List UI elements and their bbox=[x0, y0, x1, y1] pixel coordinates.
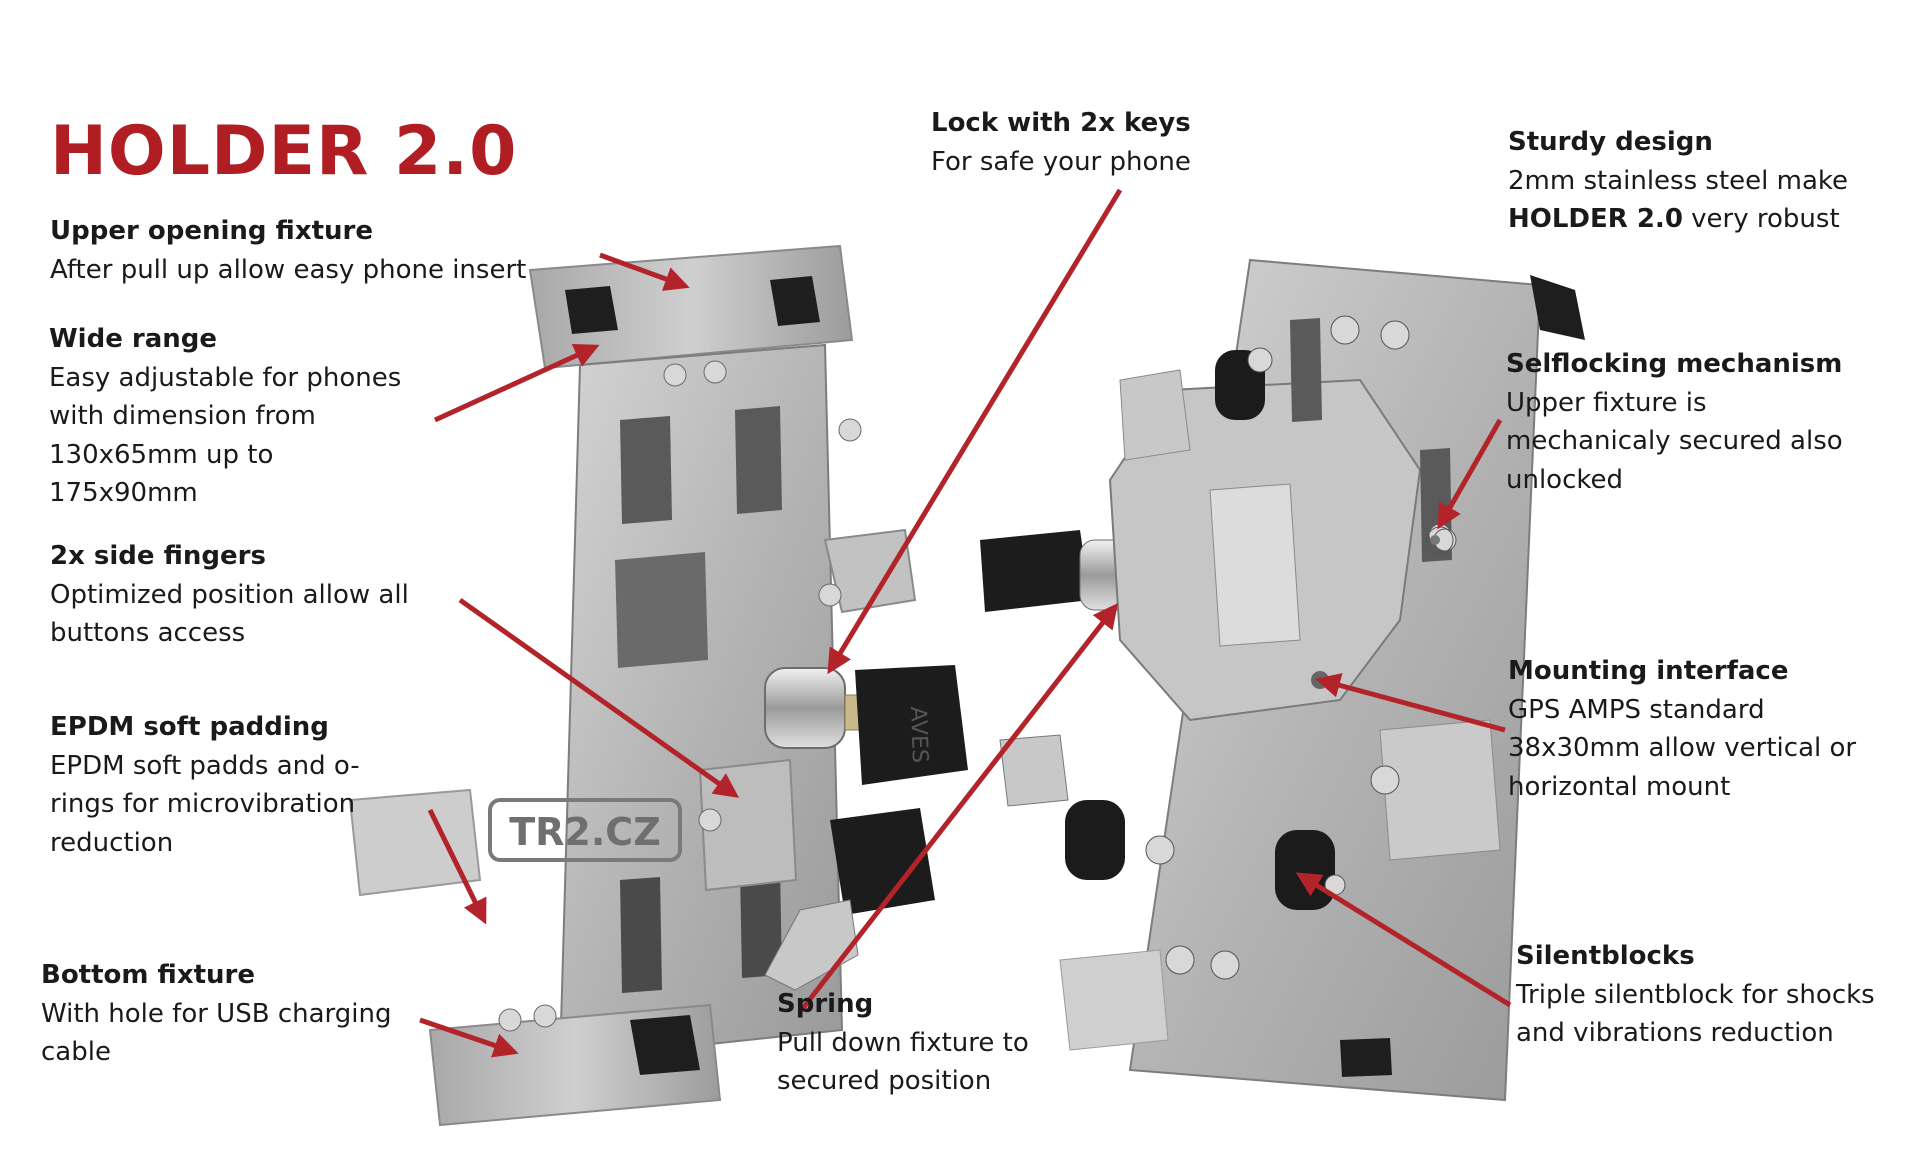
arrow-bottom bbox=[419, 1017, 519, 1058]
callout-text: with dimension from bbox=[49, 401, 316, 431]
callout-bottom-fixture: Bottom fixture With hole for USB chargin… bbox=[41, 956, 391, 1072]
callout-text: HOLDER 2.0 very robust bbox=[1508, 200, 1848, 239]
callout-text: rings for microvibration bbox=[50, 789, 356, 819]
callout-heading: Silentblocks bbox=[1516, 941, 1695, 971]
callout-sturdy-design: Sturdy design 2mm stainless steel make H… bbox=[1508, 123, 1848, 239]
arrow-lock bbox=[827, 188, 1123, 675]
callout-heading: Sturdy design bbox=[1508, 127, 1713, 157]
callout-heading: Selflocking mechanism bbox=[1506, 349, 1843, 379]
arrow-mount bbox=[1315, 673, 1506, 733]
arrow-spring bbox=[798, 603, 1119, 1014]
lock-and-keys: AVES bbox=[764, 530, 1141, 991]
callout-text: 38x30mm allow vertical or bbox=[1508, 733, 1857, 763]
callout-heading: Lock with 2x keys bbox=[931, 108, 1191, 138]
callout-text: With hole for USB charging bbox=[41, 998, 392, 1029]
arrow-upper bbox=[599, 252, 690, 291]
callout-silentblocks: Silentblocks Triple silentblock for shoc… bbox=[1516, 937, 1875, 1053]
callout-text: Optimized position allow all bbox=[50, 579, 409, 610]
callout-heading: Bottom fixture bbox=[41, 960, 255, 990]
callout-text-rest: very robust bbox=[1682, 204, 1840, 234]
callout-text: 2mm stainless steel make bbox=[1508, 165, 1849, 196]
callout-epdm-soft-padding: EPDM soft padding EPDM soft padds and o-… bbox=[50, 708, 360, 862]
callout-text: horizontal mount bbox=[1508, 771, 1731, 802]
callout-text: mechanicaly secured also bbox=[1506, 426, 1843, 456]
callout-wide-range: Wide range Easy adjustable for phones wi… bbox=[49, 320, 401, 513]
callout-text: and vibrations reduction bbox=[1516, 1018, 1834, 1048]
callout-heading: Mounting interface bbox=[1508, 656, 1789, 686]
callout-text: Easy adjustable for phones bbox=[49, 362, 402, 393]
callout-text: cable bbox=[41, 1037, 111, 1067]
callout-text: After pull up allow easy phone insert bbox=[50, 254, 527, 285]
callout-text: secured position bbox=[777, 1066, 992, 1096]
callout-heading: Spring bbox=[777, 989, 874, 1019]
key-text: AVES bbox=[905, 706, 932, 763]
arrow-epdm bbox=[427, 808, 487, 925]
callout-text: For safe your phone bbox=[931, 146, 1191, 177]
callout-heading: Upper opening fixture bbox=[50, 216, 373, 246]
callout-text: 175x90mm bbox=[49, 478, 198, 508]
callout-text: Triple silentblock for shocks bbox=[1516, 979, 1875, 1010]
page-title: HOLDER 2.0 bbox=[50, 112, 518, 191]
callout-mounting-interface: Mounting interface GPS AMPS standard 38x… bbox=[1508, 652, 1856, 806]
arrow-selflock bbox=[1437, 418, 1503, 530]
callout-text: EPDM soft padds and o- bbox=[50, 750, 360, 781]
callout-heading: 2x side fingers bbox=[50, 541, 266, 571]
arrow-wide bbox=[433, 343, 600, 423]
callout-lock-with-keys: Lock with 2x keys For safe your phone bbox=[931, 104, 1191, 181]
callout-text: Pull down fixture to bbox=[777, 1027, 1029, 1058]
callout-upper-opening-fixture: Upper opening fixture After pull up allo… bbox=[50, 212, 526, 289]
callout-text: GPS AMPS standard bbox=[1508, 694, 1765, 725]
product-name-bold: HOLDER 2.0 bbox=[1508, 204, 1683, 234]
callout-arrows bbox=[419, 188, 1512, 1058]
arrow-fingers bbox=[458, 597, 740, 798]
callout-heading: EPDM soft padding bbox=[50, 712, 329, 742]
callout-heading: Wide range bbox=[49, 324, 218, 354]
callout-text: buttons access bbox=[50, 618, 246, 648]
callout-text: Upper fixture is bbox=[1506, 387, 1707, 418]
callout-text: 130x65mm up to bbox=[49, 439, 274, 470]
stamp-text: TR2.CZ bbox=[509, 810, 661, 854]
callout-side-fingers: 2x side fingers Optimized position allow… bbox=[50, 537, 409, 653]
callout-selflocking-mechanism: Selflocking mechanism Upper fixture is m… bbox=[1506, 345, 1843, 499]
callout-text: unlocked bbox=[1506, 464, 1624, 495]
callout-spring: Spring Pull down fixture to secured posi… bbox=[777, 985, 1029, 1101]
arrow-silent bbox=[1295, 872, 1512, 1008]
callout-text: reduction bbox=[50, 827, 174, 858]
